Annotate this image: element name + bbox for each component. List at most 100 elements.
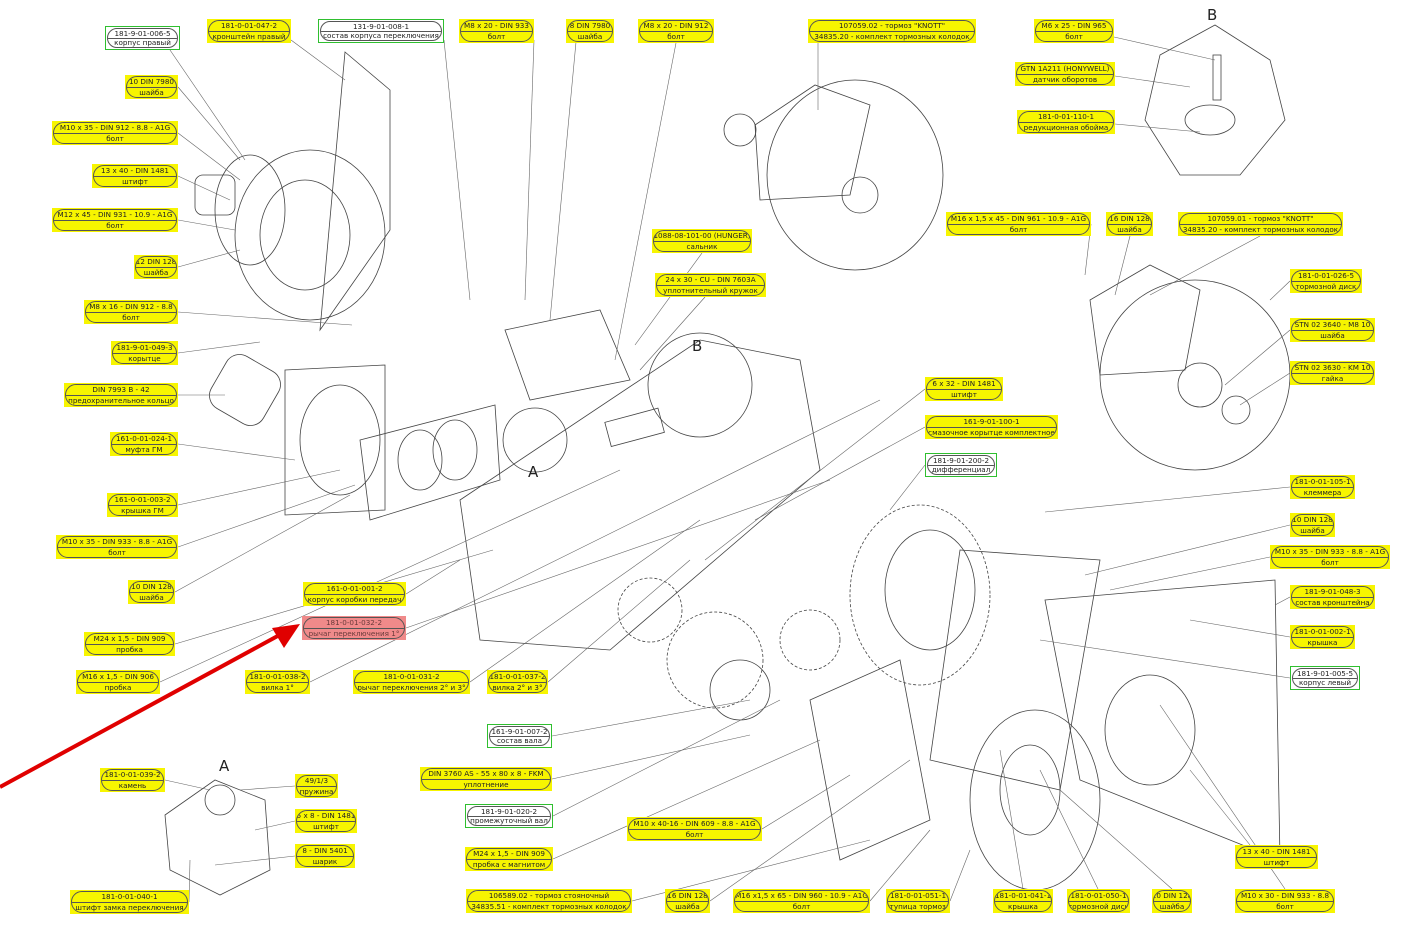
gear [666, 611, 764, 709]
part-name: 34835.20 - комплект тормозных колодок [814, 31, 970, 41]
detail-letter-a: A [528, 463, 539, 481]
callout-label[interactable]: 1088-08-101-00 (HUNGER)сальник [652, 229, 752, 253]
part-name: промежуточный вал [470, 816, 548, 826]
part-number: 181-0-01-031-2 [355, 672, 468, 683]
part-name: рычаг переключения 2° и 3° [357, 682, 466, 692]
part-name: шайба [139, 592, 164, 602]
part-name: болт [108, 547, 126, 557]
part-name: крышка ГМ [121, 505, 164, 515]
part-name: шайба [1320, 330, 1345, 340]
part-name: тормозной диск [1295, 281, 1357, 291]
part-number: 181-0-01-038-2 [247, 672, 308, 683]
part-number: 106589.02 - тормоз стояночный [468, 891, 630, 902]
part-name: болт [1321, 557, 1339, 567]
part-number: 161-0-01-003-2 [109, 495, 176, 506]
callout-label[interactable]: GTN 1A211 (HONYWELL)датчик оборотов [1015, 62, 1115, 86]
callout-label[interactable]: 107059.02 - тормоз "KNOTT"34835.20 - ком… [808, 19, 976, 43]
part-name: болт [487, 31, 506, 41]
part-number: DIN 3760 AS - 55 x 80 x 8 - FKM [422, 769, 550, 780]
red-arrow [0, 630, 286, 789]
callout-label[interactable]: 107059.01 - тормоз "KNOTT"34835.20 - ком… [1178, 212, 1343, 236]
part-name: рычаг переключения 1° [308, 628, 400, 638]
part-number: M10 x 35 - DIN 933 - 8.8 - A1G [1272, 547, 1388, 558]
part-number: 161-0-01-001-2 [305, 584, 404, 595]
part-number: M16 x 1,5 - DIN 906 [78, 672, 158, 683]
part-name: пробка [104, 682, 132, 692]
part-number: 181-9-01-020-2 [468, 807, 550, 817]
detail-letter-b: B [1207, 6, 1218, 24]
part-name: штифт [951, 389, 977, 399]
